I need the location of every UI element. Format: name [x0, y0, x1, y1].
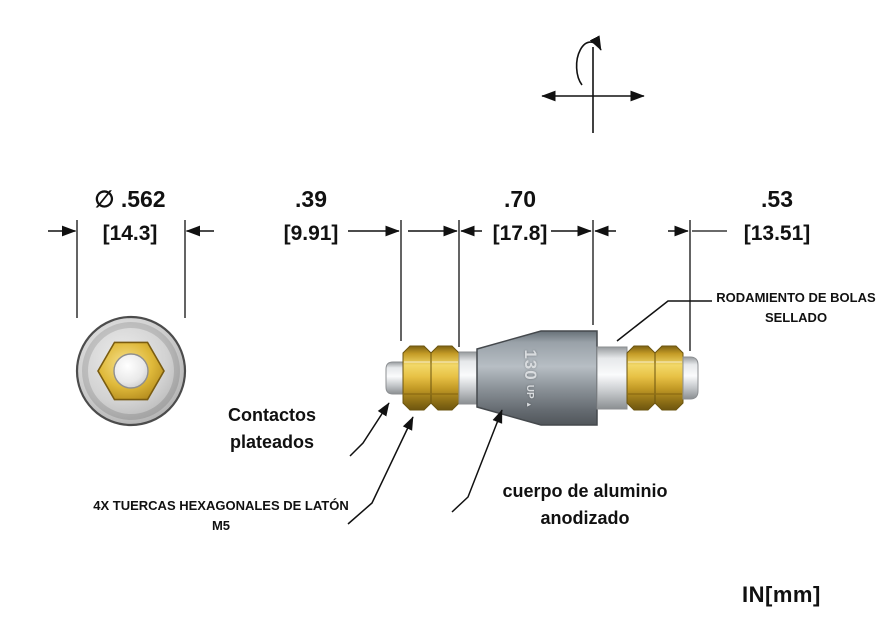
brass-nut-3	[626, 345, 656, 411]
nut-facet-lines	[404, 361, 682, 395]
brass-nut-1	[402, 345, 432, 411]
dim-body-section-inches: .70	[504, 186, 536, 212]
units-note: IN[mm]	[742, 582, 821, 607]
end-view	[75, 315, 187, 427]
label-sealed-ball-bearing: RODAMIENTO DE BOLAS SELLADO	[716, 290, 876, 326]
end-cap	[682, 356, 699, 400]
part-marking-up: UP	[524, 384, 536, 399]
bearing-housing	[596, 346, 628, 410]
leader-body	[451, 409, 503, 513]
side-view	[385, 330, 699, 426]
dim-bearing-section-mm: [13.51]	[743, 222, 811, 245]
part-marking: 130 UP ▴	[520, 349, 540, 406]
contact-pin	[385, 361, 404, 395]
label-anodized-body: cuerpo de aluminio anodizado	[502, 481, 668, 528]
aluminum-body	[476, 330, 598, 426]
dim-diameter-inches: ∅ .562	[94, 186, 166, 212]
end-view-ring	[82, 322, 180, 420]
rotation-arrow-icon	[575, 35, 602, 86]
up-arrow-icon: ▴	[525, 402, 535, 407]
spacer-washer	[458, 351, 478, 405]
leader-bearing	[616, 300, 712, 342]
part-marking-number: 130	[521, 349, 540, 381]
brass-nut-2	[430, 345, 460, 411]
dim-nut-section-inches: .39	[295, 186, 327, 212]
label-plated-contacts: Contactos plateados	[227, 405, 316, 452]
end-view-contact	[113, 353, 149, 389]
dim-bearing-section-inches: .53	[761, 186, 793, 212]
leader-nuts	[347, 416, 414, 525]
dim-nut-section-mm: [9.91]	[283, 222, 339, 245]
brass-nut-4	[654, 345, 684, 411]
dim-diameter-mm: [14.3]	[102, 222, 158, 245]
dimension-lines	[48, 220, 727, 351]
label-hex-nuts: 4X TUERCAS HEXAGONALES DE LATÓN M5	[93, 498, 349, 534]
rotation-axis-symbol	[541, 35, 645, 133]
dim-body-section-mm: [17.8]	[492, 222, 548, 245]
leader-contacts	[349, 402, 390, 457]
leader-lines	[347, 300, 712, 525]
